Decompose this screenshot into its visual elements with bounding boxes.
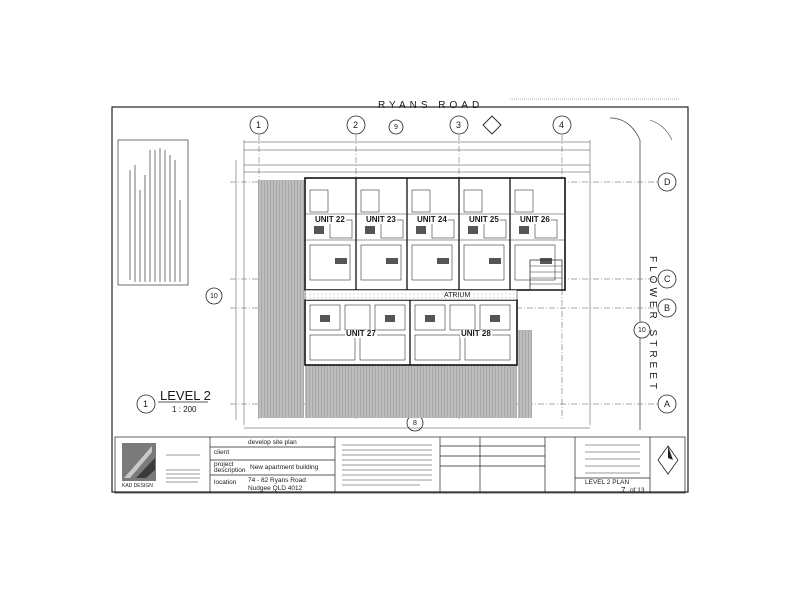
grid-label-B: B — [664, 303, 671, 313]
section-label-8: 8 — [413, 420, 417, 427]
section-label-10-right: 10 — [638, 327, 646, 334]
grid-bubble-C — [657, 269, 677, 289]
sheet-of: of 13 — [630, 487, 645, 494]
hatched-area-left — [258, 180, 304, 418]
description-label: description — [214, 467, 246, 474]
sheet-border — [111, 106, 689, 493]
level-title: LEVEL 2 — [160, 388, 211, 403]
section-bubble-10-left — [205, 287, 223, 305]
project-label: project — [214, 461, 234, 468]
north-arrow — [657, 445, 679, 475]
grid-label-1: 1 — [256, 120, 262, 130]
grid-bubble-B — [657, 298, 677, 318]
grid-label-4: 4 — [559, 120, 565, 130]
street-name-side: FLOWER STREET — [647, 256, 658, 394]
grid-label-A: A — [664, 399, 671, 409]
hatched-area-bottom — [305, 365, 517, 418]
section-bubble-9 — [388, 119, 404, 135]
section-bubble-10-right — [633, 321, 651, 339]
hatched-area-right — [518, 330, 532, 418]
level-marker-label: 1 — [143, 399, 149, 409]
unit-label-28: UNIT 28 — [460, 329, 492, 338]
sheet-number: 7 — [621, 486, 626, 495]
grid-bubble-A — [657, 394, 677, 414]
north-diamond — [482, 115, 502, 135]
sheet-type-label: develop site plan — [248, 439, 297, 446]
grid-bubble-4 — [552, 115, 572, 135]
atrium-corridor — [304, 289, 518, 301]
project-description: New apartment building — [250, 464, 319, 471]
drawing-title: LEVEL 2 PLAN — [585, 479, 630, 486]
grid-label-2: 2 — [353, 120, 359, 130]
street-name-top: RYANS ROAD — [378, 100, 484, 111]
unit-label-25: UNIT 25 — [468, 215, 500, 224]
address-line-1: 74 - 82 Ryans Road — [248, 477, 306, 484]
unit-label-26: UNIT 26 — [519, 215, 551, 224]
client-label: client — [214, 449, 230, 456]
atrium-label: ATRIUM — [444, 292, 471, 299]
unit-label-27: UNIT 27 — [345, 329, 377, 338]
section-label-9: 9 — [394, 124, 398, 131]
grid-bubble-3 — [449, 115, 469, 135]
grid-bubble-2 — [346, 115, 366, 135]
unit-label-23: UNIT 23 — [365, 215, 397, 224]
unit-label-22: UNIT 22 — [314, 215, 346, 224]
notes-block — [117, 139, 189, 286]
location-label: location — [214, 479, 237, 486]
stair-core — [529, 259, 563, 291]
grid-label-3: 3 — [456, 120, 462, 130]
grid-label-C: C — [664, 274, 671, 284]
grid-bubble-1 — [249, 115, 269, 135]
address-line-2: Nudgee QLD 4012 — [248, 485, 303, 492]
title-block — [114, 436, 686, 494]
grid-label-D: D — [664, 177, 671, 187]
firm-name: KAD DESIGN — [122, 483, 153, 489]
unit-label-24: UNIT 24 — [416, 215, 448, 224]
section-label-10-left: 10 — [210, 293, 218, 300]
grid-bubble-D — [657, 172, 677, 192]
level-scale: 1 : 200 — [172, 405, 197, 414]
level-marker-bubble — [136, 394, 156, 414]
